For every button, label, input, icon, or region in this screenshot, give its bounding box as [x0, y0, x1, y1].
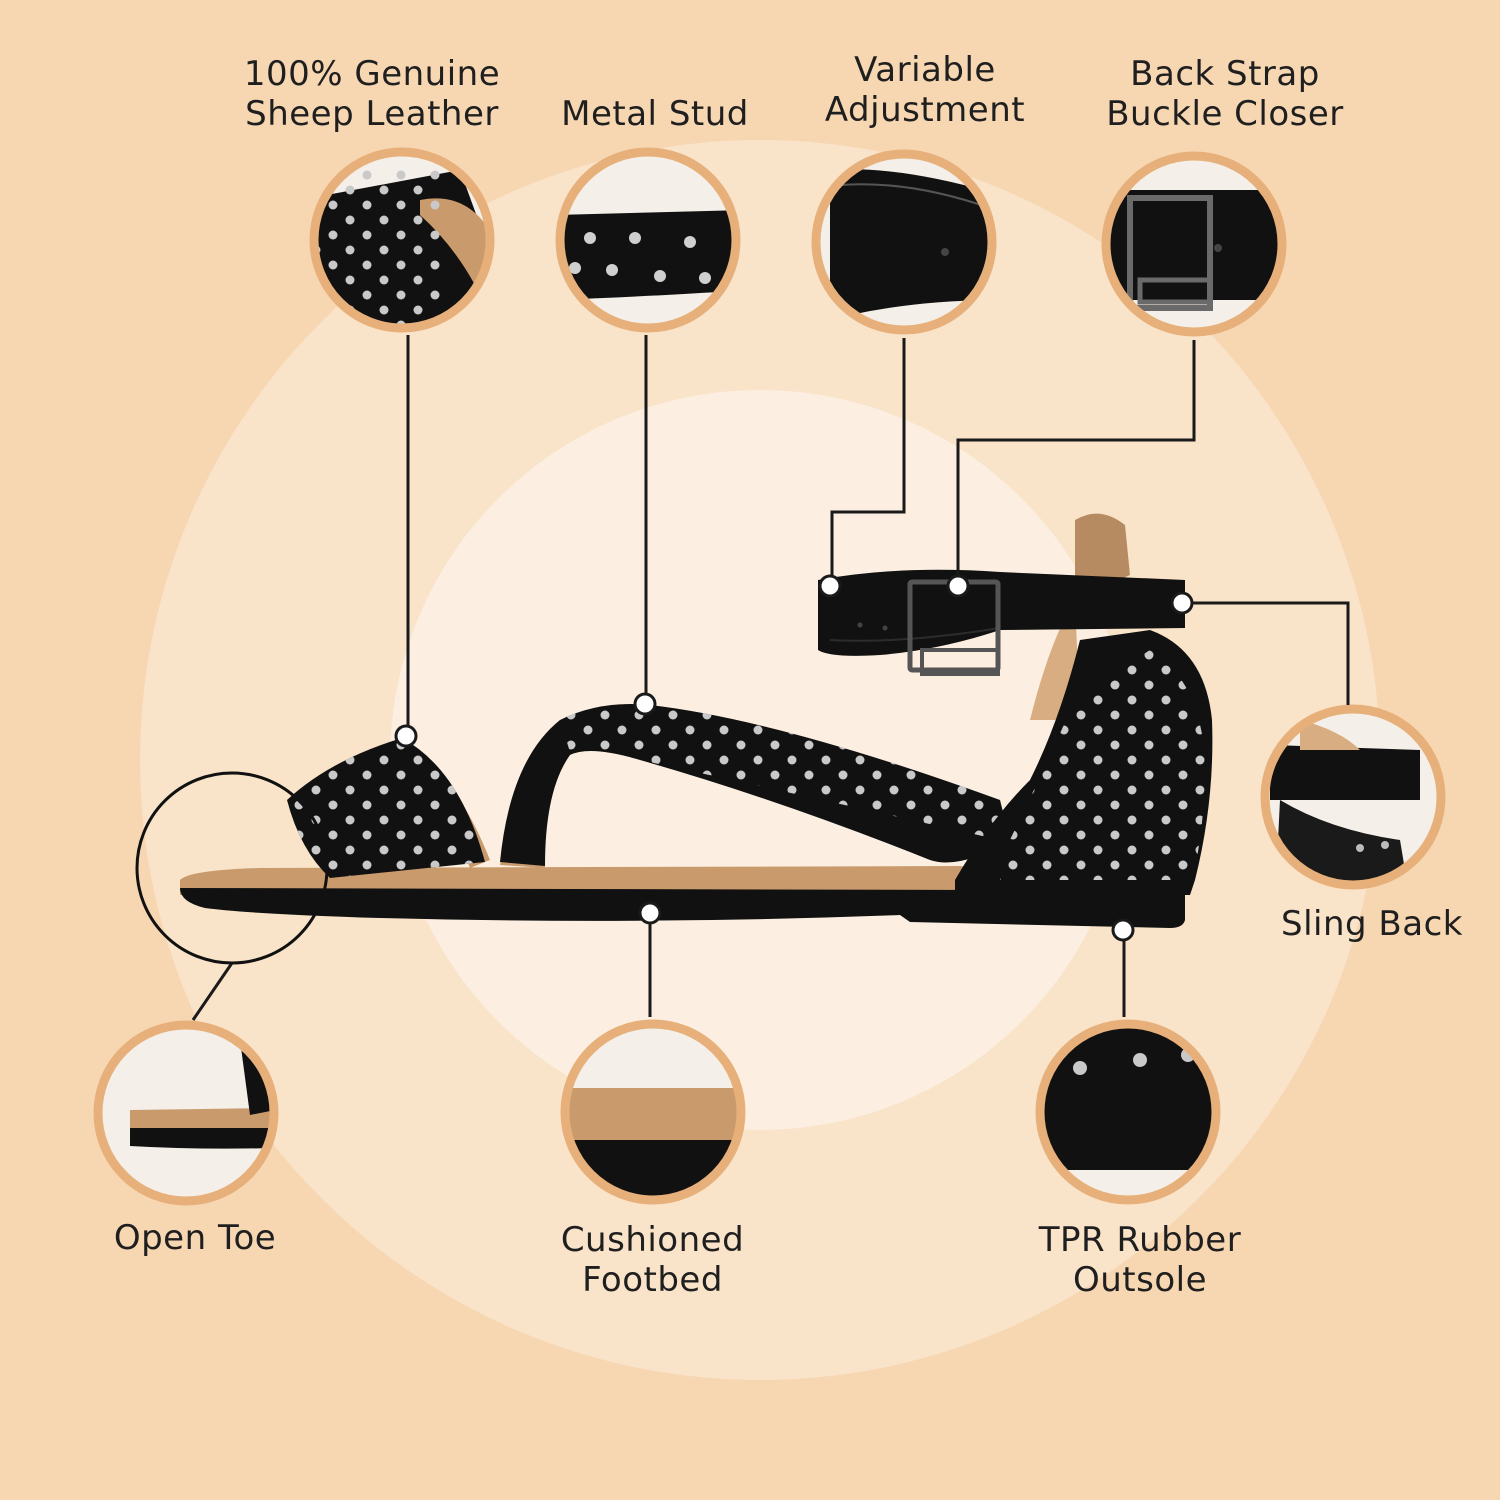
- label-sling-back: Sling Back: [1281, 904, 1463, 944]
- label-outsole: TPR Rubber Outsole: [1038, 1220, 1242, 1300]
- leader-lines: [191, 335, 1350, 1021]
- label-open-toe: Open Toe: [113, 1218, 277, 1258]
- label-metal-stud: Metal Stud: [561, 94, 749, 134]
- circle-pin-icon: [394, 574, 1194, 942]
- label-buckle-closer: Back Strap Buckle Closer: [1106, 54, 1344, 134]
- label-genuine-leather: 100% Genuine Sheep Leather: [243, 54, 501, 134]
- detail-circle-outsole: [1035, 1019, 1221, 1205]
- detail-circle-adjustment: [811, 149, 997, 335]
- open-toe-highlight-ring: [135, 771, 329, 965]
- detail-circle-open-toe: [93, 1020, 279, 1206]
- detail-circle-stud: [555, 147, 741, 333]
- detail-circle-buckle: [1101, 151, 1287, 337]
- label-variable-adjustment: Variable Adjustment: [824, 50, 1026, 130]
- label-cushioned-footbed: Cushioned Footbed: [560, 1220, 745, 1300]
- detail-circle-sling-back: [1260, 704, 1446, 890]
- detail-circle-leather: [309, 147, 495, 333]
